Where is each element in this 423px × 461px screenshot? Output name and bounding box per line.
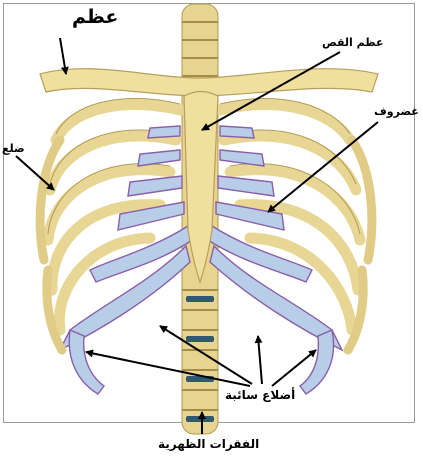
arrow-bone (60, 38, 66, 74)
label-rib: ضلع (2, 143, 25, 154)
arrow-false-rib-3 (258, 336, 262, 384)
label-sternum: عظم القص (322, 37, 384, 48)
label-bone: عظم (72, 8, 118, 27)
label-false-ribs: أضلاع سائبة (225, 389, 295, 401)
label-cartilage: غضروف (374, 106, 419, 117)
arrow-false-rib-1 (86, 352, 250, 386)
label-spine: الفقرات الظهرية (158, 438, 259, 450)
